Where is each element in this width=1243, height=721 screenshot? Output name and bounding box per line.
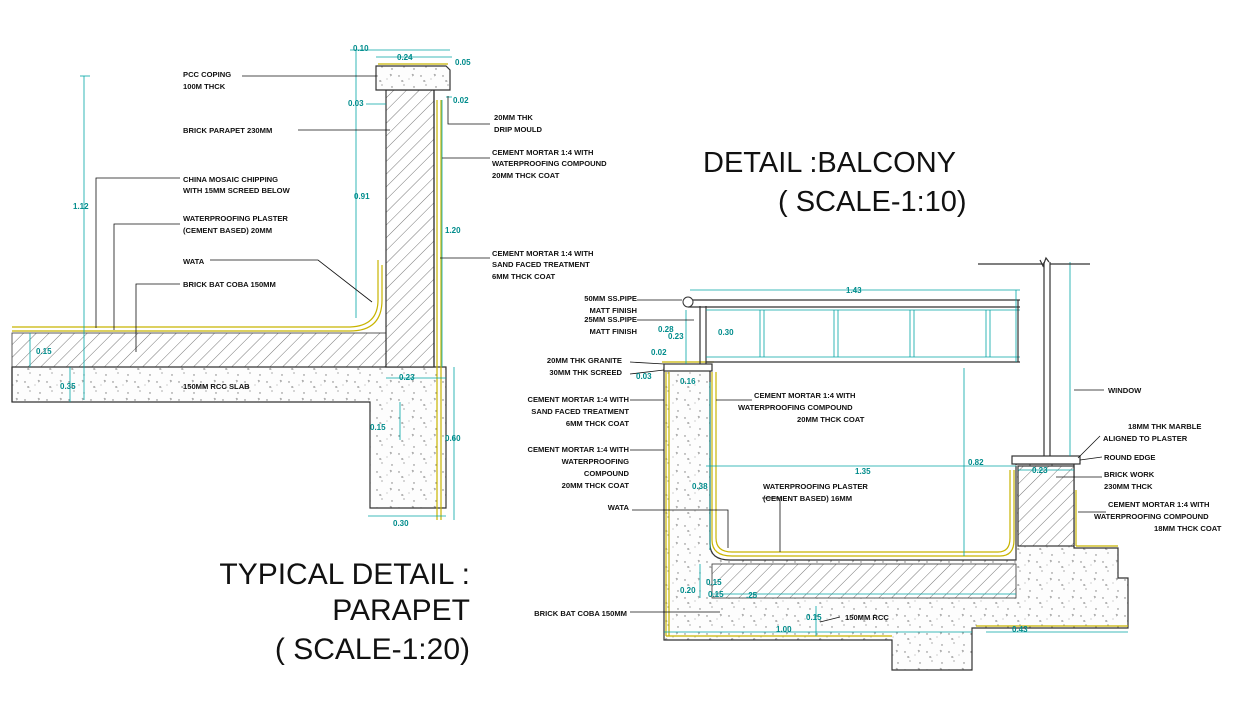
parapet-scale: ( SCALE-1:20) [275,633,470,666]
balcony-brick-bat-label: BRICK BAT COBA 150MM [534,609,627,618]
parapet-wata-label: WATA [183,257,205,266]
china-mosaic-label: CHINA MOSAIC CHIPPING [183,175,278,184]
balcony-rcc-label: 150MM RCC [845,613,889,622]
balcony-dim-1.00: 1.00 [776,625,792,634]
window-frame [978,256,1090,456]
balcony-detail: DETAIL :BALCONY ( SCALE-1:10) [527,147,1222,671]
balcony-scale: ( SCALE-1:10) [778,186,967,218]
parapet-dim-0.15: 0.15 [36,347,52,356]
balcony-cm-right-label-1: CEMENT MORTAR 1:4 WITH [1108,500,1210,509]
pcc-coping-thickness-label: 100M THCK [183,82,226,91]
parapet-dim-0.60: 0.60 [445,434,461,443]
brick-work-label: BRICK WORK [1104,470,1155,479]
china-mosaic-screed-label: WITH 15MM SCREED BELOW [183,186,291,195]
balcony-cm-in-label-1: CEMENT MORTAR 1:4 WITH [754,391,856,400]
parapet-dim-0.24: 0.24 [397,53,413,62]
balcony-waterproof-layer [711,372,1015,557]
balcony-cm-sand-label-1: CEMENT MORTAR 1:4 WITH [527,395,629,404]
parapet-wata-curve [349,260,379,328]
balcony-wp-plaster-label-1: WATERPROOFING PLASTER [763,482,868,491]
parapet-title-line2: PARAPET [332,594,470,627]
balcony-dim-0.16: 0.16 [680,377,696,386]
parapet-brick-wall [385,89,435,368]
balcony-dim-0.03: 0.03 [636,372,652,381]
balcony-dim-0.02: 0.02 [651,348,667,357]
parapet-cm-sand-label-3: 6MM THCK COAT [492,272,555,281]
balcony-brick-bat-layer [711,563,1017,599]
ss-pipe-50-finish-label: MATT FINISH [589,306,637,315]
waterproofing-plaster-spec-label: (CEMENT BASED) 20MM [183,226,272,235]
parapet-dim-0.03: 0.03 [348,99,364,108]
round-edge-label: ROUND EDGE [1104,453,1155,462]
pcc-coping-label: PCC COPING [183,70,231,79]
parapet-brick-bat-layer [11,332,387,368]
parapet-cm-wp-label-3: 20MM THCK COAT [492,171,560,180]
balcony-dim-0.30: 0.30 [718,328,734,337]
balcony-dim-0.15: 0.15 [706,578,722,587]
granite-label: 20MM THK GRANITE [547,356,622,365]
parapet-dim-0.91: 0.91 [354,192,370,201]
parapet-cm-sand-label-1: CEMENT MORTAR 1:4 WITH [492,249,594,258]
balcony-cm-wp-label-3: COMPOUND [584,469,630,478]
ss-pipe-25-finish-label: MATT FINISH [589,327,637,336]
parapet-brick-bat-label: BRICK BAT COBA 150MM [183,280,276,289]
parapet-dim-0.10: 0.10 [353,44,369,53]
balcony-dim-1.35: 1.35 [855,467,871,476]
parapet-dim-0.05: 0.05 [455,58,471,67]
waterproofing-plaster-label: WATERPROOFING PLASTER [183,214,288,223]
balcony-dim-0.28: 0.28 [658,325,674,334]
balcony-title: DETAIL :BALCONY [703,147,956,179]
parapet-cm-wp-label-1: CEMENT MORTAR 1:4 WITH [492,148,594,157]
parapet-pcc-coping [375,65,451,91]
parapet-cm-sand-label-2: SAND FACED TREATMENT [492,260,590,269]
balcony-cm-sand-label-3: 6MM THCK COAT [566,419,629,428]
balcony-cm-sand-label-2: SAND FACED TREATMENT [531,407,629,416]
brick-work-thickness-label: 230MM THCK [1104,482,1153,491]
balcony-dim-0.38: 0.38 [692,482,708,491]
parapet-dim-0.35: 0.35 [60,382,76,391]
ss-pipe-50-label: 50MM SS.PIPE [584,294,637,303]
balcony-dim-0.82: 0.82 [968,458,984,467]
balcony-dim-0.43: 0.43 [1012,625,1028,634]
parapet-title-line1: TYPICAL DETAIL : [219,558,470,591]
ss-railing [682,290,1020,364]
marble-aligned-label: ALIGNED TO PLASTER [1103,434,1188,443]
balcony-dim-0.15c: 0.15 [806,613,822,622]
parapet-dim-0.15b: 0.15 [370,423,386,432]
balcony-brick-wall [1017,465,1075,547]
screed-label: 30MM THK SCREED [549,368,622,377]
balcony-wata-label: WATA [608,503,630,512]
balcony-cm-right-label-2: WATERPROOFING COMPOUND [1094,512,1209,521]
ss-pipe-25-label: 25MM SS.PIPE [584,315,637,324]
parapet-dim-1.20: 1.20 [445,226,461,235]
balcony-dim-0.20: 0.20 [680,586,696,595]
parapet-cm-wp-label-2: WATERPROOFING COMPOUND [492,159,607,168]
balcony-cm-wp-label-1: CEMENT MORTAR 1:4 WITH [527,445,629,454]
balcony-wp-plaster-label-2: (CEMENT BASED) 16MM [763,494,852,503]
balcony-dim-0.23: 0.23 [668,332,684,341]
parapet-dim-0.23: 0.23 [399,373,415,382]
drip-mould-thickness-label: 20MM THK [494,113,533,122]
balcony-dim-0.15b: 0.15 [708,590,724,599]
balcony-granite-coping [663,363,713,372]
balcony-cm-in-label-2: WATERPROOFING COMPOUND [738,403,853,412]
window-label: WINDOW [1108,386,1142,395]
balcony-dim-0.25: .25 [746,591,758,600]
marble-label: 18MM THK MARBLE [1128,422,1201,431]
balcony-cm-wp-label-2: WATERPROOFING [562,457,629,466]
marble-sill [1011,455,1081,465]
parapet-dim-1.12: 1.12 [73,202,89,211]
brick-parapet-label: BRICK PARAPET 230MM [183,126,272,135]
parapet-dim-0.30: 0.30 [393,519,409,528]
balcony-dim-0.23b: 0.23 [1032,466,1048,475]
parapet-detail: PCC COPING 100M THCK BRICK PARAPET 230MM… [11,44,607,666]
balcony-dim-1.43: 1.43 [846,286,862,295]
rcc-slab-label: 150MM RCC SLAB [183,382,250,391]
balcony-cm-in-label-3: 20MM THCK COAT [797,415,865,424]
parapet-dim-0.02: 0.02 [453,96,469,105]
drip-mould-label: DRIP MOULD [494,125,542,134]
balcony-cm-wp-label-4: 20MM THCK COAT [562,481,630,490]
balcony-cm-right-label-3: 18MM THCK COAT [1154,524,1222,533]
